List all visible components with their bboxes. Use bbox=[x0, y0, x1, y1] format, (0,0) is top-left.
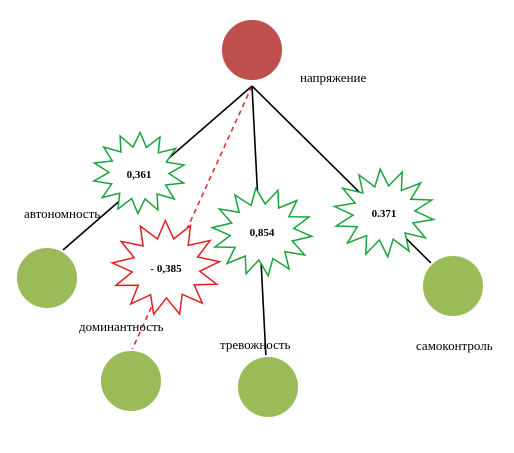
factor-node-autonomy bbox=[15, 246, 79, 310]
coefficient-burst-selfcontrol bbox=[332, 167, 436, 259]
factor-node-dominance bbox=[99, 349, 163, 413]
coefficient-burst-dominance bbox=[110, 218, 222, 317]
factor-label-anxiety: тревожность bbox=[220, 337, 291, 352]
coefficient-selfcontrol: 0.371 bbox=[372, 208, 397, 220]
coefficient-anxiety: 0,854 bbox=[250, 227, 275, 239]
link-dominance bbox=[130, 85, 253, 353]
factor-node-selfcontrol bbox=[421, 254, 485, 318]
coefficient-burst-anxiety bbox=[209, 186, 315, 278]
coefficient-autonomy: 0,361 bbox=[127, 169, 152, 181]
central-node bbox=[220, 18, 284, 82]
central-node-label: напряжение bbox=[300, 70, 366, 85]
coefficient-dominance: - 0,385 bbox=[150, 263, 182, 275]
factor-label-selfcontrol: самоконтроль bbox=[416, 338, 493, 353]
factor-node-anxiety bbox=[236, 355, 300, 419]
factor-label-autonomy: автономность bbox=[24, 206, 100, 221]
factor-label-dominance: доминантность bbox=[79, 319, 164, 334]
coefficient-burst-autonomy bbox=[91, 130, 187, 216]
